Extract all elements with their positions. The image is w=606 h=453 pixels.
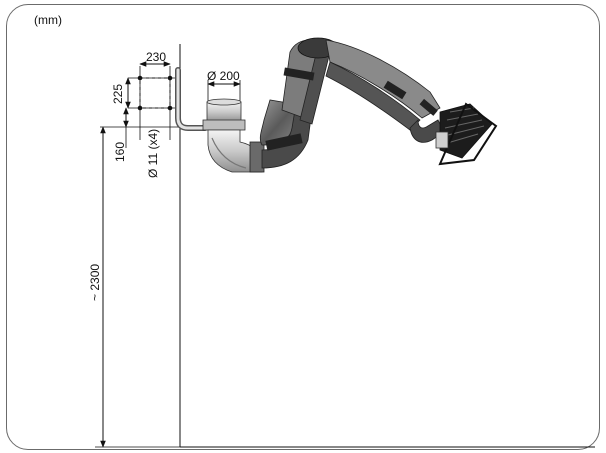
bolt-hole	[167, 75, 173, 81]
hood	[435, 102, 498, 166]
extraction-arm	[202, 37, 498, 173]
units-label: (mm)	[34, 13, 62, 27]
dimension-height: ~ 2300	[88, 126, 180, 448]
mount-width-label: 230	[146, 50, 166, 64]
dimension-offset: 160	[113, 107, 129, 162]
height-label: ~ 2300	[88, 264, 102, 301]
mounting-plate	[128, 66, 180, 140]
duct-diameter-label: Ø 200	[207, 69, 240, 83]
wall-bracket	[175, 67, 208, 131]
dimension-mount-height: 225	[111, 77, 131, 109]
dimension-width: 230	[139, 50, 171, 67]
bolt-holes-label: Ø 11 (x4)	[146, 129, 160, 178]
dimension-diameter: Ø 200	[207, 69, 241, 102]
offset-label: 160	[113, 142, 127, 162]
bolt-hole	[137, 75, 143, 81]
bolt-hole	[167, 105, 173, 111]
mount-height-label: 225	[111, 84, 125, 104]
bolt-hole	[137, 105, 143, 111]
